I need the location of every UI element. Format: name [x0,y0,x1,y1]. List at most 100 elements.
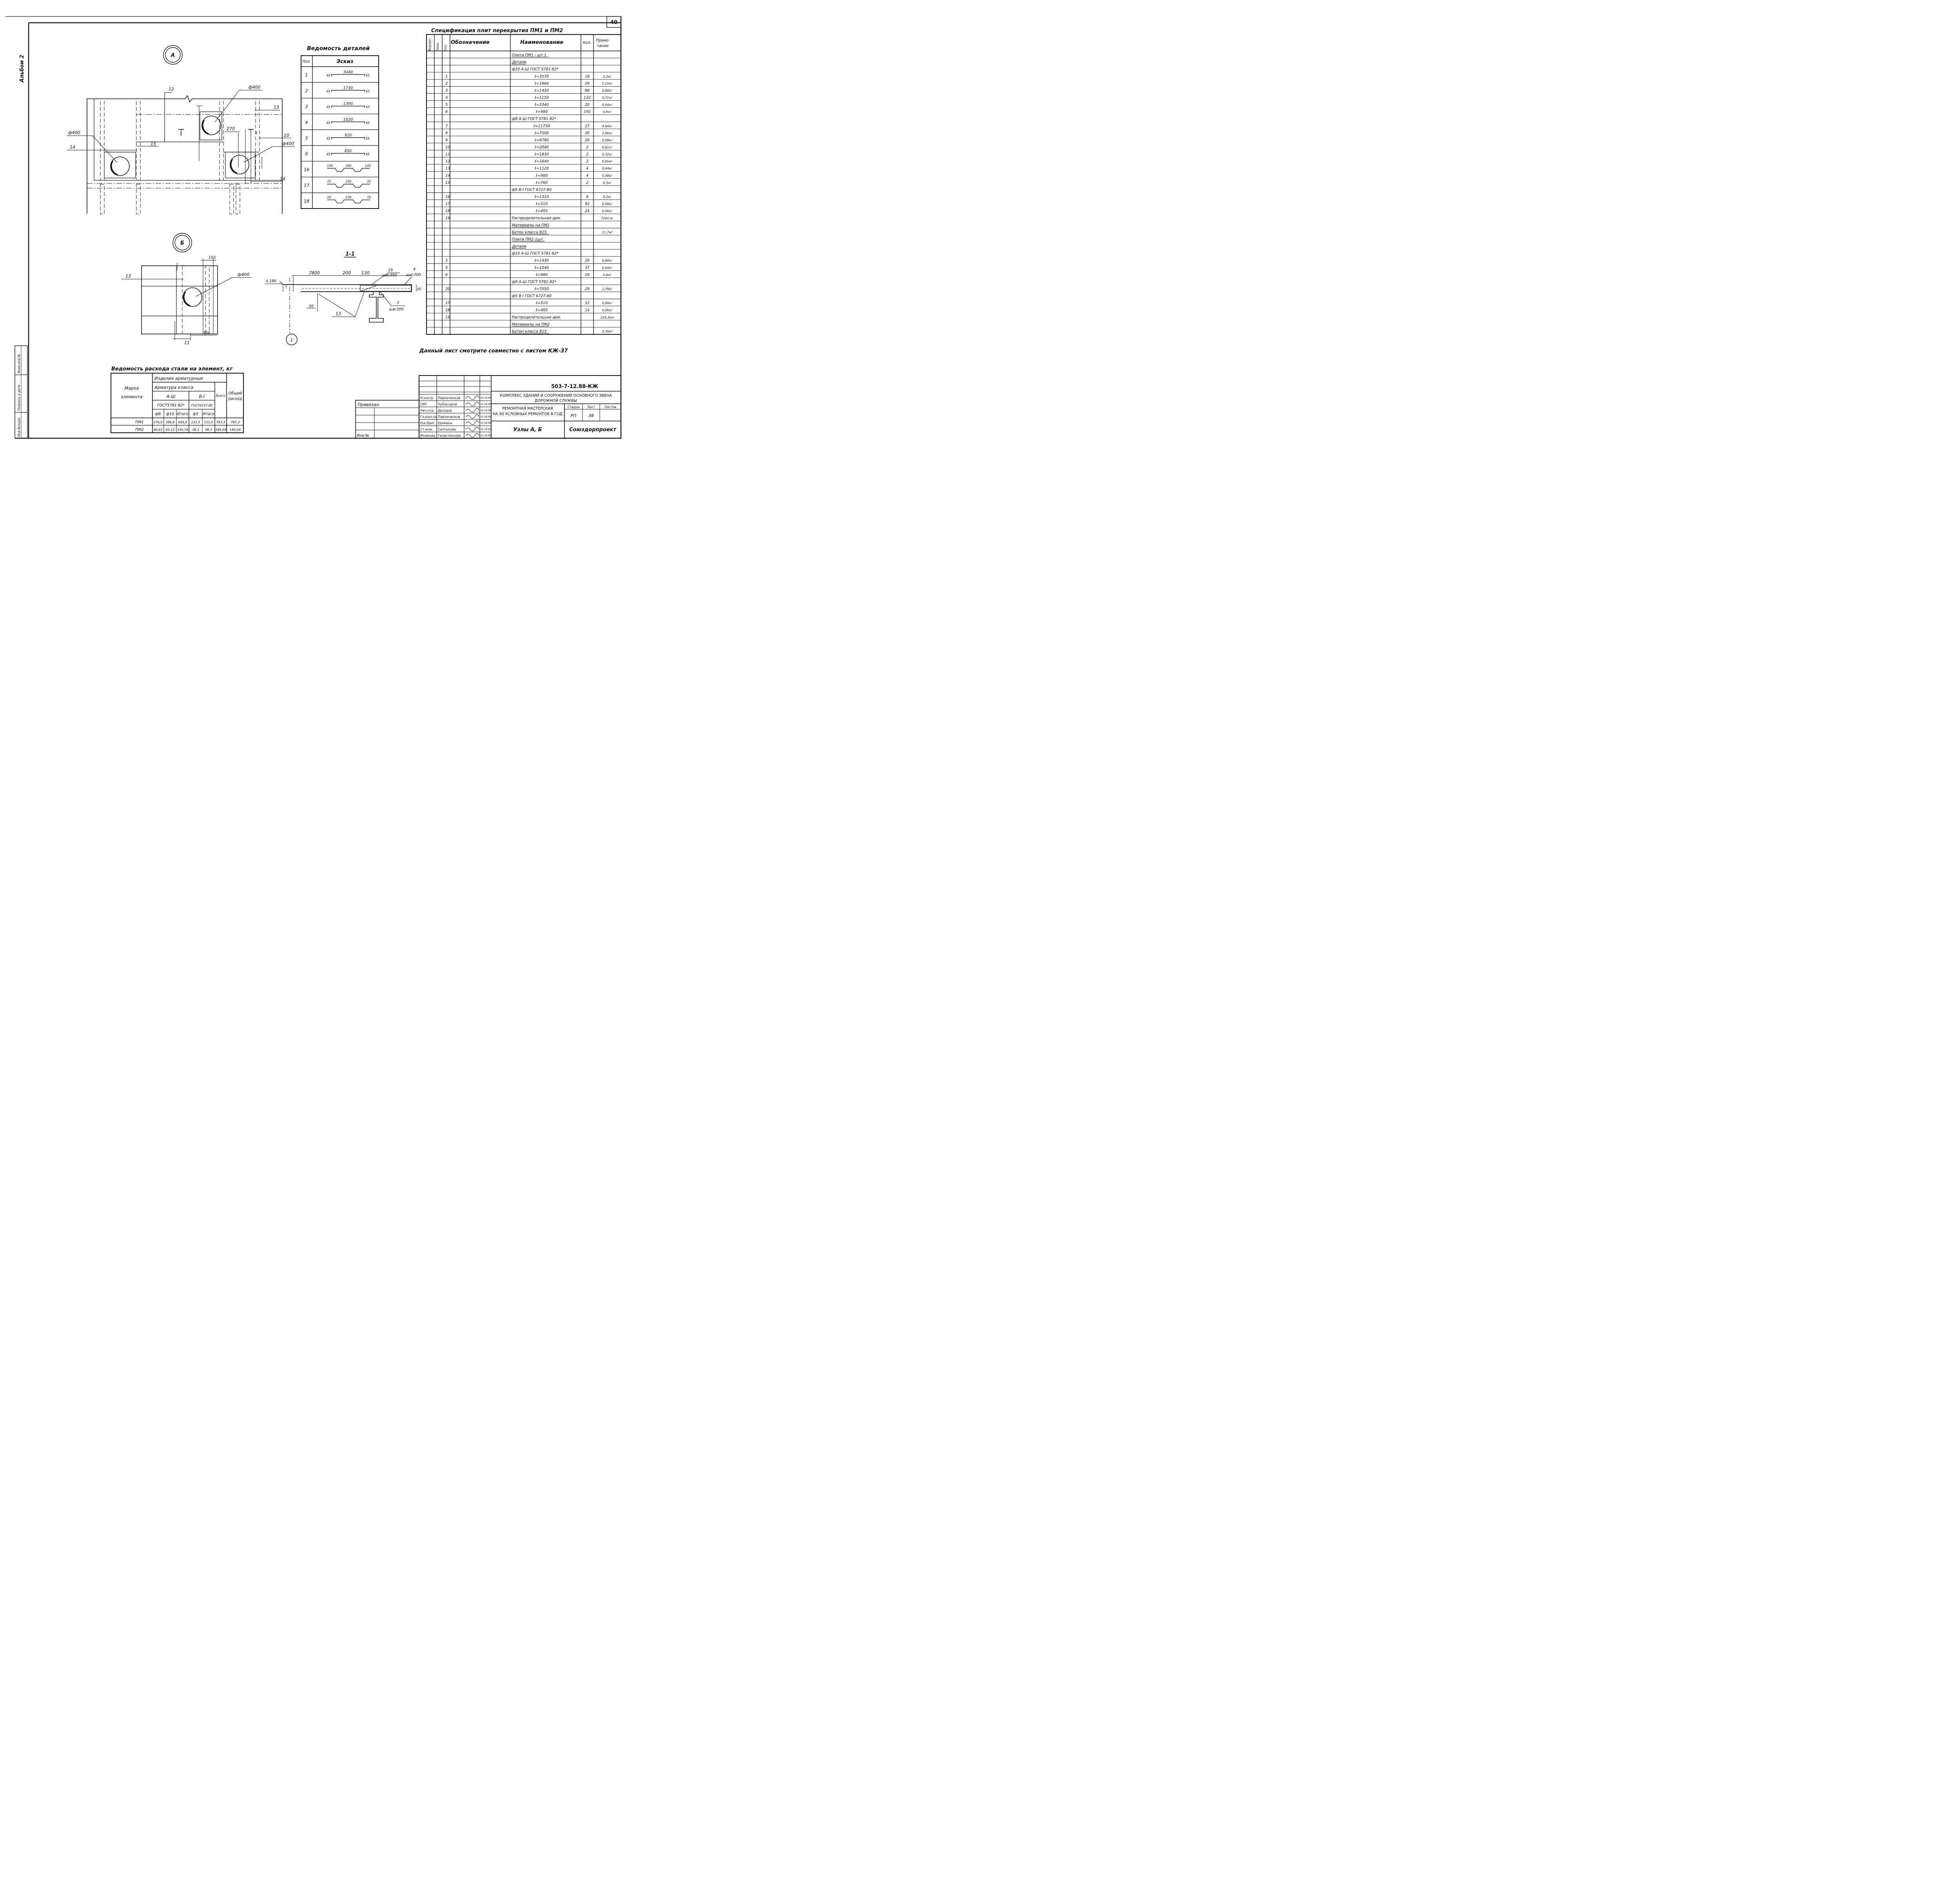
spec-row-pos: 18 [445,209,450,213]
node-b-marker [172,233,192,252]
spec-row-note: 2,68кг [602,138,613,142]
spec-row-qty: 24 [585,209,590,213]
section-step200: шаг200 [406,273,421,277]
section-step350: шаг350 [382,273,397,278]
steel-head-common: Общий [229,391,242,396]
stamp-date: 01.09.88 [481,397,491,399]
stamp-date: 01.09.88 [481,409,491,412]
spec-row-pos: 17 [445,202,450,206]
details-sketch-left: 65 [327,74,330,77]
stamp-role: Н.контр [420,396,433,400]
spec-row-note: 0,6кг [603,273,612,277]
plan-b-dim-150: 150 [209,256,216,260]
steel-subhead: Итого [203,412,214,416]
steel-subhead: Итого [177,412,188,416]
rebar-shape [327,200,370,203]
steel-head-gost2: ГОСТ6727-80 [191,404,213,407]
spec-row-note: 2,78кг [602,287,613,291]
plan-a-pos13: 13 [274,105,279,110]
steel-row-value: 389,8 [166,421,175,424]
spec-row-qty: 20 [585,103,590,107]
spec-row-pos: 2 [445,82,448,86]
stamp-date: 01.09.88 [481,403,491,406]
details-sketch-left: 65 [327,105,330,109]
spec-row-qty: 27 [585,124,590,128]
spec-row-pos: 20 [445,287,450,291]
spec-row-qty: 37 [585,266,590,270]
signature-mark [465,414,479,419]
details-sketch-right: 65 [366,121,370,125]
stamp-tied: Привязан [358,402,379,407]
spec-row-name: ℓ=1430 [535,259,549,263]
details-sketch-right: 65 [366,152,370,156]
steel-row-value: 38,3 [205,428,212,432]
details-sketch-length: 100 [345,196,351,199]
spec-row-pos: 6 [445,110,448,114]
stamp-role: Ст.инж. [420,428,433,431]
steel-title: Ведомость расхода стали на элемент, кг [111,366,233,372]
plan-a-pos12: 12 [169,87,174,92]
plan-a-dim-270: 270 [227,126,235,131]
steel-row-value: 38,3 [192,428,199,432]
spec-row-note: 724п.м. [601,216,613,220]
spec-head-note: Приме- [596,38,610,43]
title-block [355,375,621,439]
stamp-name: Еремина [438,421,452,425]
details-sketch-length: 360 [345,164,351,167]
spec-row-name: Детали [512,60,526,65]
steel-table [111,373,244,433]
steel-row-value: 184,04 [215,428,226,432]
node-a-label: А [171,53,175,58]
spec-row-note: 2,2кг [603,75,612,78]
spec-row-name: ℓ=1860 [535,82,549,86]
spec-row-pos: 16 [445,195,450,199]
spec-row-pos: 7 [445,124,448,128]
details-row-pos: 1 [305,73,308,78]
spec-row-note: 3,78м³ [602,330,612,333]
spec-row-name: ф10 А-Ш ГОСТ 5781-82* [512,67,559,72]
plan-node-a [67,90,295,214]
signature-mark [465,401,479,406]
steel-row-mark: ПМ2 [135,428,143,432]
spec-row-pos: 17 [445,301,450,305]
details-sketch-right: 65 [366,137,370,140]
details-sketch-length: 1020 [343,118,353,122]
details-sketch-length: 100 [345,180,351,183]
stamp-role: Рук.бриг. [420,421,436,425]
steel-row-value: 145,74 [177,428,188,432]
spec-row-note: 0,08кг [602,301,613,305]
spec-row-name: ℓ=405 [536,209,548,213]
spec-row-qty: 2 [586,152,588,157]
spec-row-note: 0,38кг [602,174,613,178]
section-dim-200: 200 [343,270,351,276]
stamp-name: Дроздов [437,409,452,412]
spec-row-pos: 18 [445,308,450,312]
spec-row-note: 0,88кг [602,89,613,93]
sheet-number: 40 [610,20,617,25]
spec-row-pos: 1 [445,74,448,79]
plan-a-diameter-left: ф400 [68,130,80,135]
steel-row-value: 121,5 [191,421,200,424]
stamp-date: 01.09.88 [481,416,491,418]
spec-row-note: 0,2кг [603,195,612,199]
stamp-role: ГИП [420,403,426,406]
steel-head-gost1: ГОСТ5781-82* [157,403,185,408]
spec-row-name: Распределительная арм. [512,216,561,220]
axis-label: 1 [290,338,293,343]
steel-row-value: 65,12 [166,428,175,432]
plan-b-dim-350: 350 [203,331,210,335]
signature-mark [465,420,479,425]
spec-head-note2: чание [597,44,609,48]
plan-a-pos14: 14 [70,145,75,150]
details-row-pos: 16 [304,167,309,172]
spec-row-name: ℓ=11750 [534,124,550,128]
side-stamp-repl: Взам.инв.№ [17,354,21,373]
rebar-shape [327,184,370,188]
stamp-object2: НА 90 УСЛОВНЫХ РЕМОНТОВ В ГОД [493,412,563,416]
details-title: Ведомость деталей [307,45,370,52]
spec-row-qty: 20 [585,138,590,142]
details-row-pos: 18 [304,199,309,204]
side-stamp-inv: Инв.№подл. [17,417,21,437]
spec-row-name: ф5 В-I ГОСТ 6727-80 [512,188,552,192]
spec-row-note: 0,72кг [602,153,613,156]
